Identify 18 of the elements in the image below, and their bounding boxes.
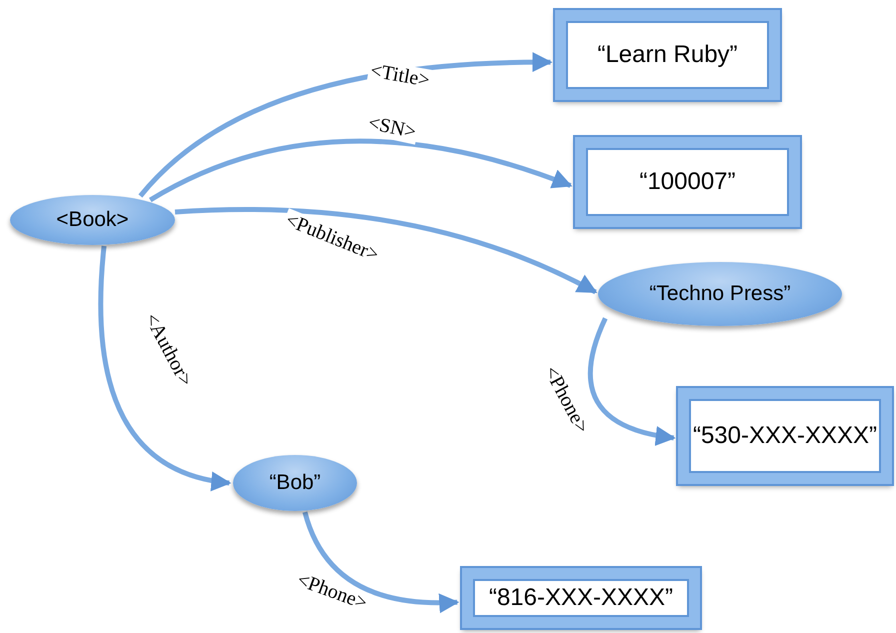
node-text: “530-XXX-XXXX”	[692, 422, 878, 450]
framed-box	[555, 10, 780, 100]
framed-box	[678, 388, 892, 484]
curved-arrow	[174, 207, 598, 294]
node-text: “816-XXX-XXXX”	[488, 584, 674, 612]
node-text: “100007”	[639, 168, 736, 196]
node-text: “Bob”	[269, 471, 321, 495]
curved-arrow	[149, 138, 572, 202]
framed-box	[575, 137, 800, 227]
node-text: “Techno Press”	[649, 282, 791, 306]
node-text: <Book>	[56, 208, 129, 232]
curved-arrow	[138, 52, 552, 198]
curved-arrow	[302, 511, 460, 613]
curved-arrow	[588, 317, 676, 446]
ellipse-node	[10, 195, 175, 245]
curved-arrow	[98, 246, 232, 490]
node-text: “Learn Ruby”	[597, 41, 738, 69]
framed-box	[462, 568, 700, 628]
